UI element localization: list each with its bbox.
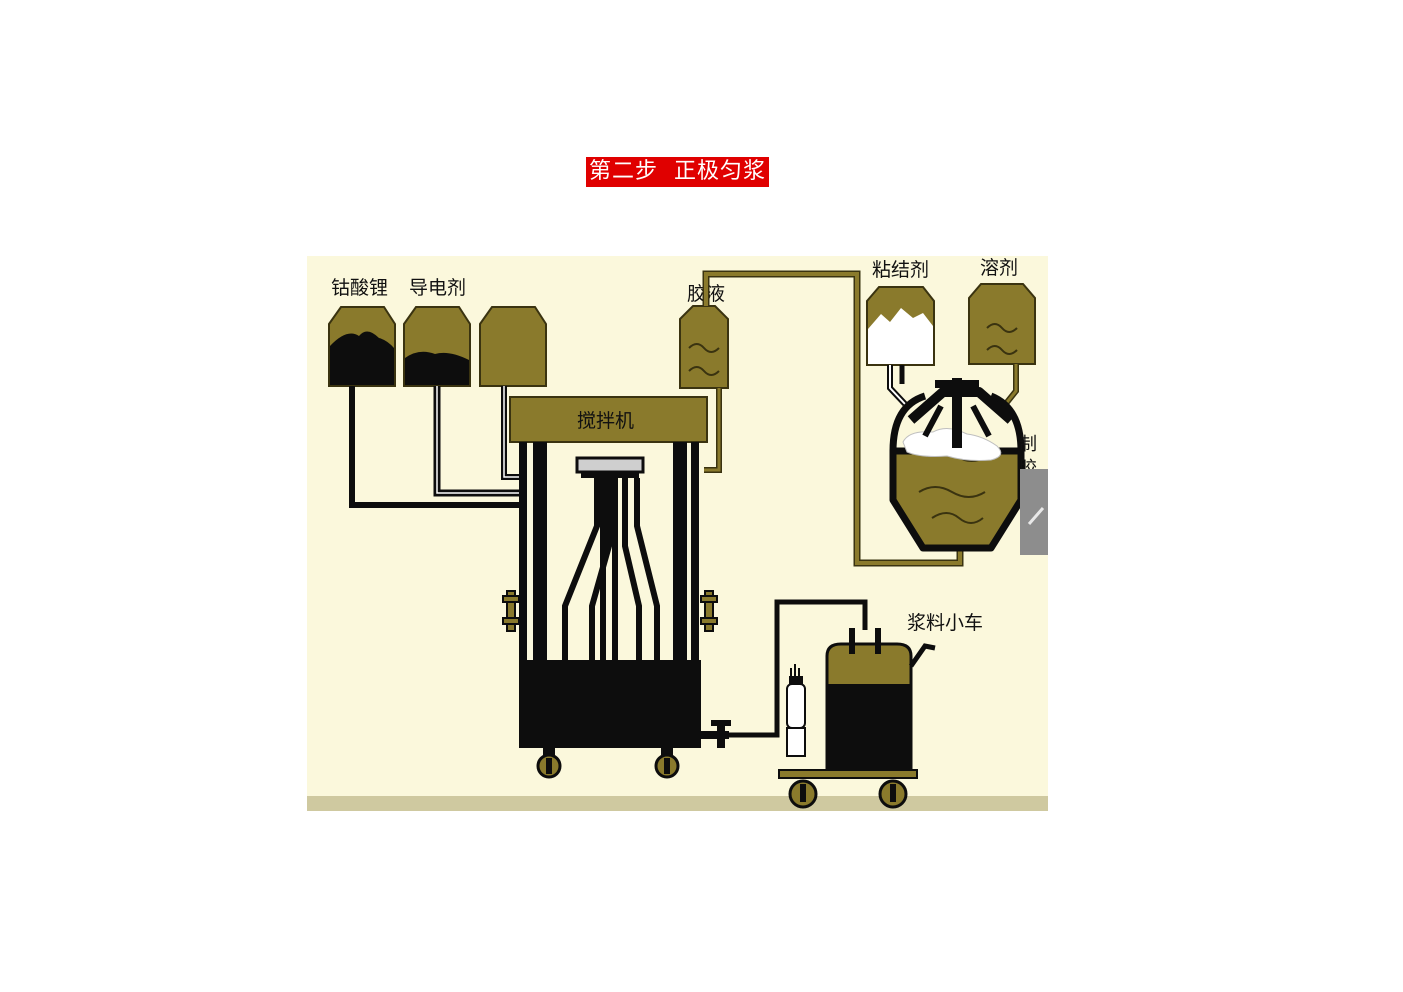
agitator — [907, 378, 1015, 448]
glue-tank-label-1: 制 — [1019, 434, 1037, 455]
binder-label: 粘结剂 — [872, 259, 929, 281]
solvent-hopper — [968, 283, 1036, 365]
empty-hopper — [479, 306, 547, 387]
hopper-pipes — [349, 386, 519, 508]
mixer-wheels — [536, 748, 680, 779]
side-scroll-tab[interactable] — [1020, 469, 1048, 555]
mixer — [502, 396, 731, 779]
binder-hopper — [866, 286, 935, 366]
slurry-transfer-pipe — [729, 599, 868, 738]
glue-liquid-tank — [679, 305, 729, 389]
slurry-cart — [778, 628, 936, 809]
slurry-cart-label: 浆料小车 — [907, 612, 983, 634]
floor-strip — [307, 796, 1048, 811]
solvent-label: 溶剂 — [980, 257, 1018, 279]
lco-hopper — [328, 306, 396, 387]
mixer-label: 搅拌机 — [577, 410, 634, 432]
glue-pipe — [702, 270, 964, 567]
conductive-agent-hopper — [403, 306, 471, 387]
slurry-mixing-diagram: 钴酸锂 导电剂 胶液 粘结剂 溶剂 — [307, 256, 1048, 811]
glue-making-tank — [889, 378, 1025, 552]
conductive-agent-label: 导电剂 — [409, 277, 466, 299]
page-title: 第二步 正极匀浆 — [586, 157, 769, 187]
lco-label: 钴酸锂 — [331, 277, 388, 299]
